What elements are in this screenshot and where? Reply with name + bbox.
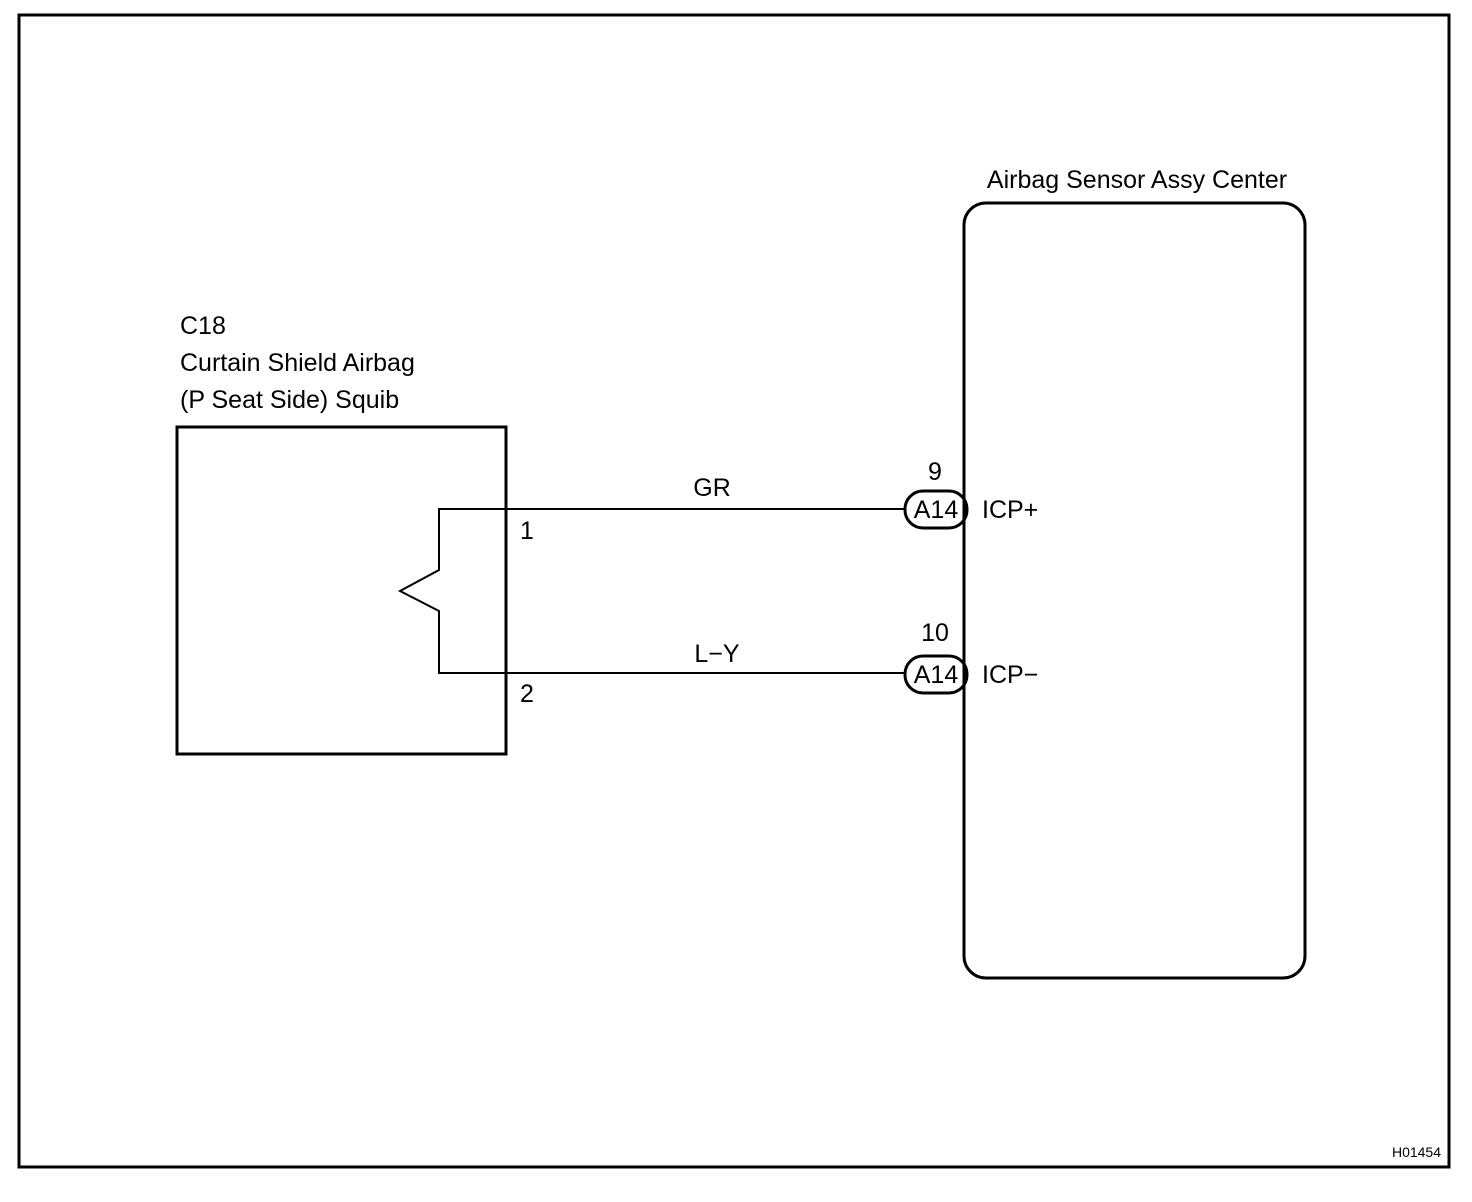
terminal-icp-plus: ICP+	[982, 496, 1038, 524]
squib-pin-1: 1	[520, 517, 534, 545]
wire-gr-pin-number: 9	[928, 458, 942, 486]
squib-pin-2: 2	[520, 680, 534, 708]
squib-name-line1: Curtain Shield Airbag	[180, 349, 415, 377]
diagram-id: H01454	[1392, 1144, 1441, 1160]
diagram-frame	[17, 13, 1451, 1169]
connector-a14-top-label: A14	[914, 496, 959, 524]
wire-gr-color: GR	[693, 474, 731, 502]
terminal-icp-minus: ICP−	[982, 661, 1038, 689]
connector-a14-bottom	[903, 654, 969, 695]
connector-a14-bottom-label: A14	[914, 661, 959, 689]
squib-box	[175, 425, 508, 756]
squib-element-symbol	[397, 508, 506, 674]
wire-ly-pin-number: 10	[921, 619, 949, 647]
squib-code: C18	[180, 312, 226, 340]
connector-a14-top	[903, 489, 969, 530]
sensor-name: Airbag Sensor Assy Center	[987, 166, 1287, 194]
sensor-box	[962, 201, 1307, 980]
wire-ly-color: L−Y	[694, 640, 740, 668]
squib-name-line2: (P Seat Side) Squib	[180, 386, 399, 414]
